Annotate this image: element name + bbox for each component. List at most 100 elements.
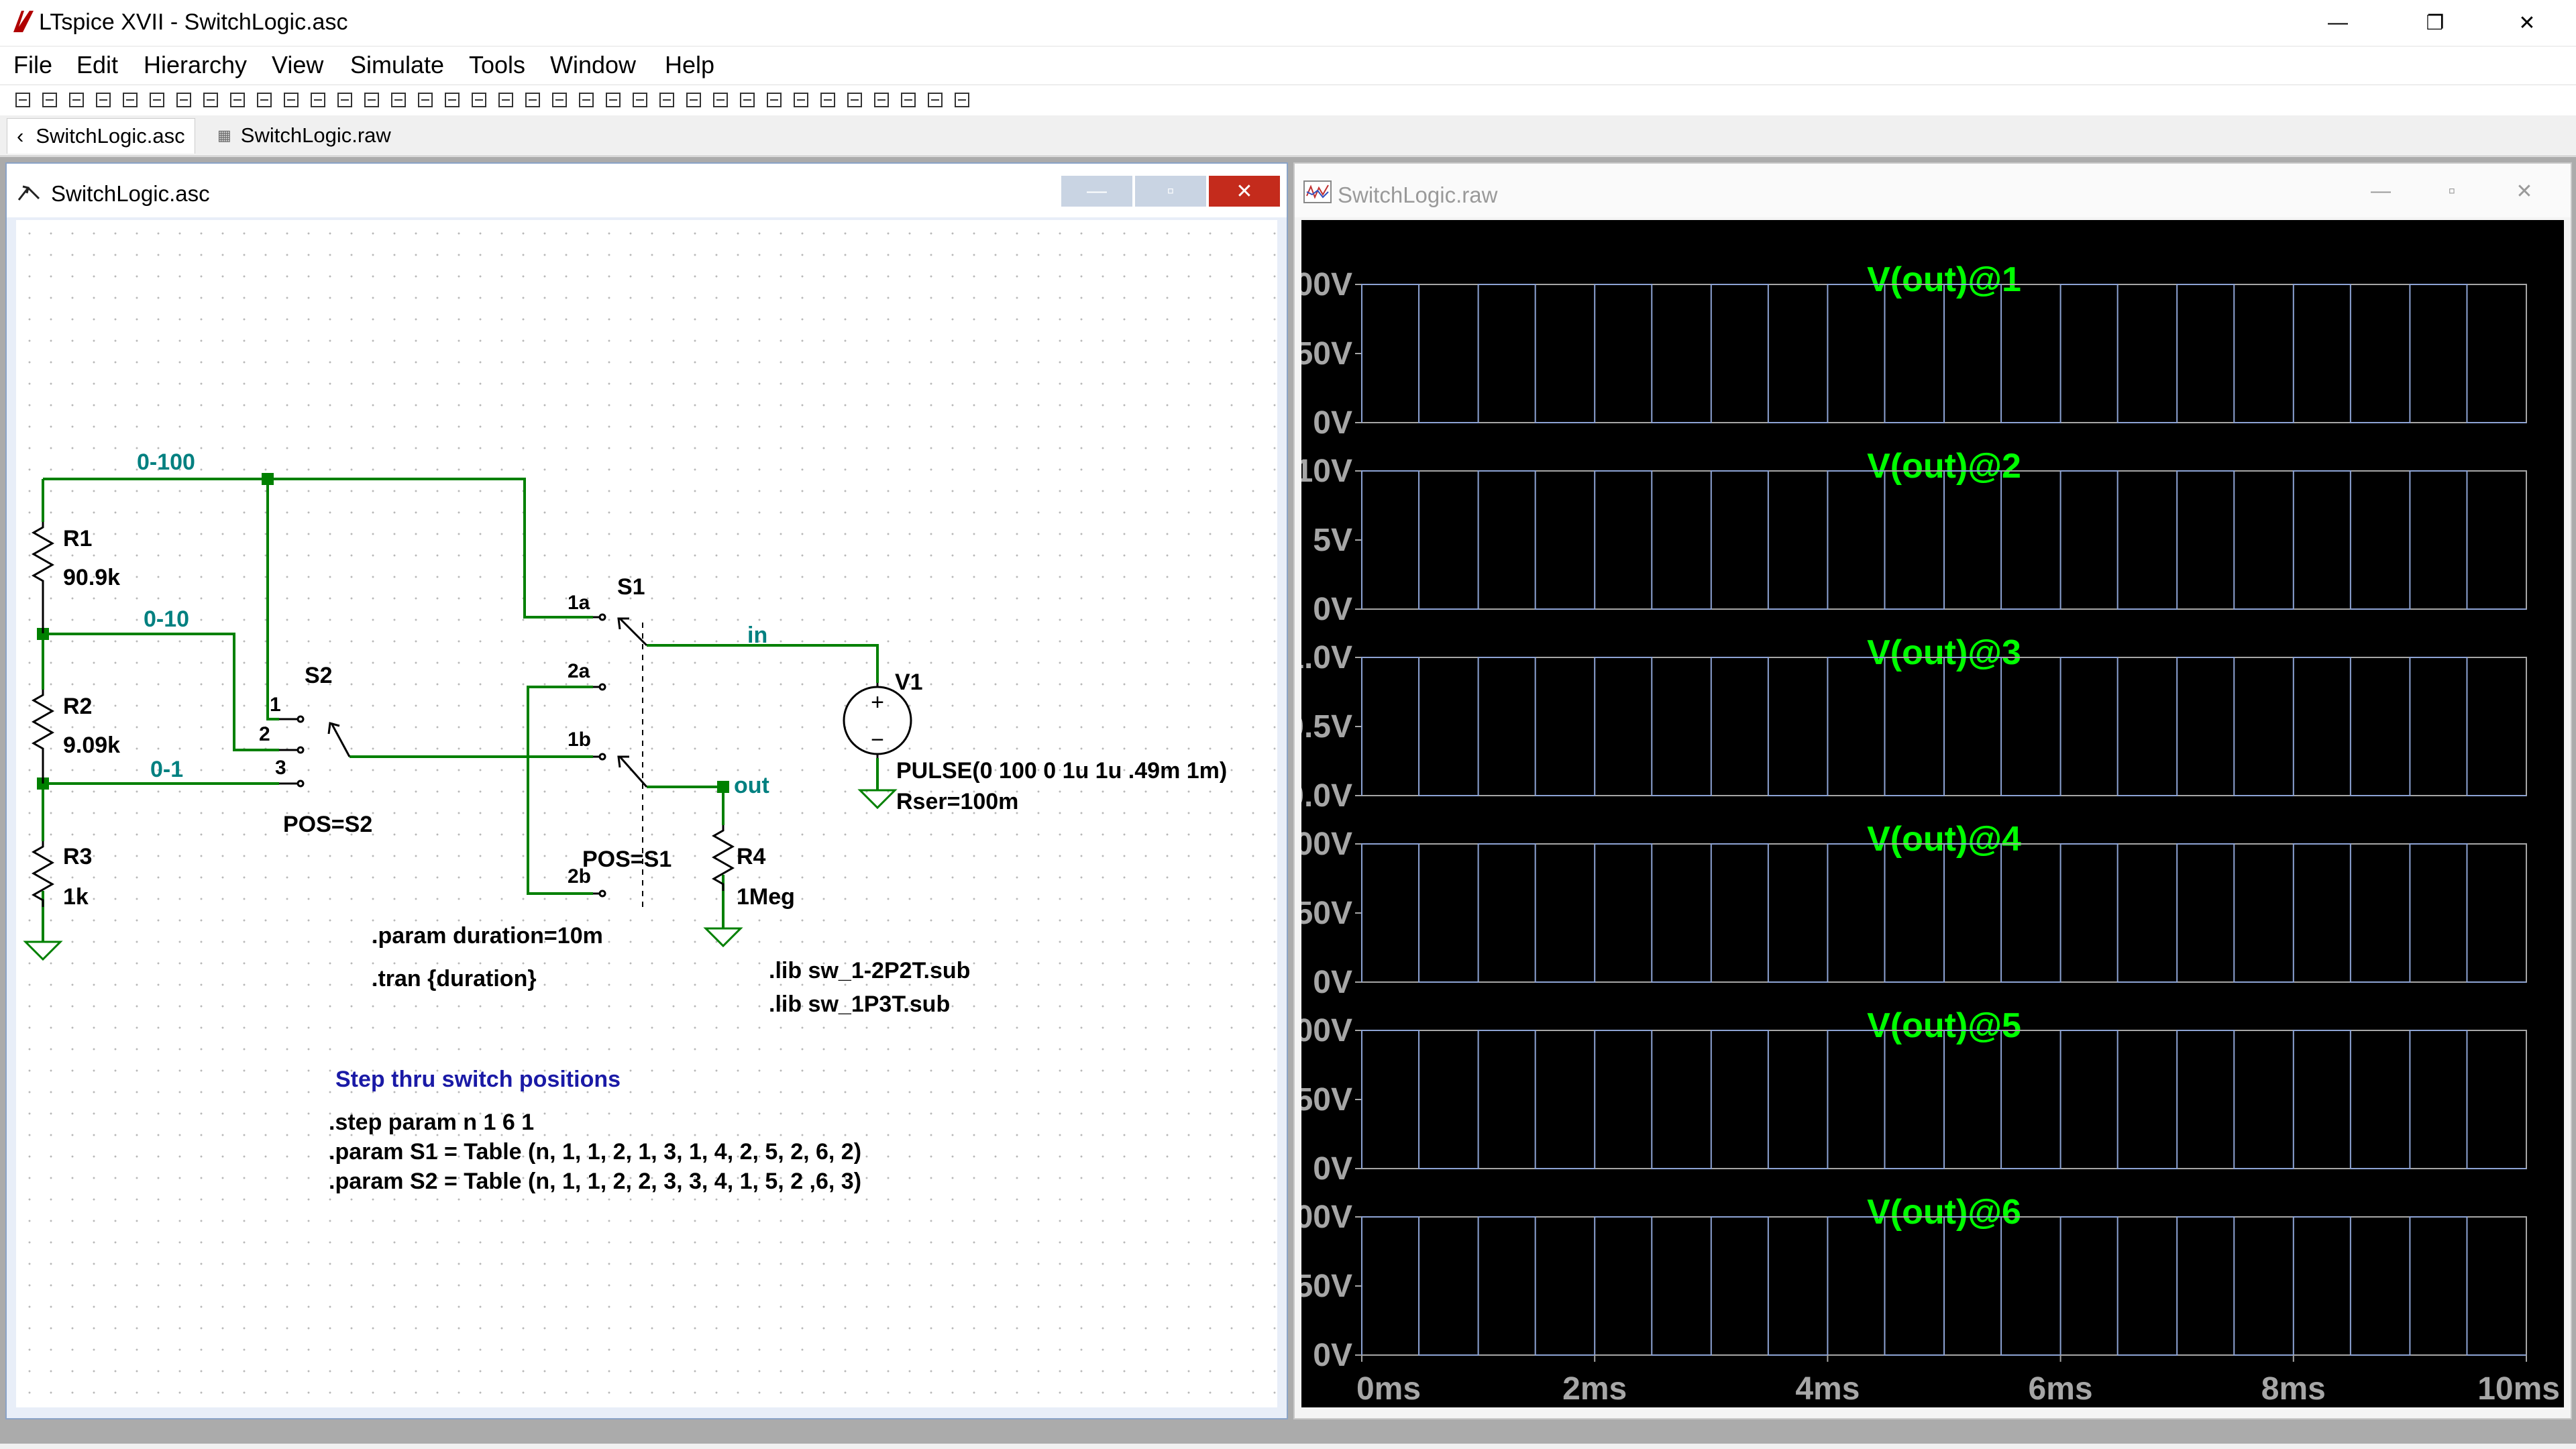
directive-step[interactable]: .step param n 1 6 1 — [329, 1110, 535, 1135]
directive-param-s2[interactable]: .param S2 = Table (n, 1, 1, 2, 2, 3, 3, … — [329, 1169, 862, 1194]
tab-switchlogic-asc[interactable]: ‹ SwitchLogic.asc — [7, 118, 195, 154]
waveform-minimize-button[interactable]: — — [2371, 180, 2391, 202]
menu-tools[interactable]: Tools — [469, 51, 526, 78]
tab-label: SwitchLogic.raw — [240, 123, 391, 147]
waveform-window-titlebar[interactable]: SwitchLogic.raw — ▫ ✕ — [1295, 164, 2571, 217]
waveform-plot-area[interactable]: V(out)@1100V50V0VV(out)@210V5V0VV(out)@3… — [1301, 220, 2564, 1407]
open-icon[interactable] — [39, 89, 60, 111]
run-icon[interactable] — [12, 89, 34, 111]
diode-icon[interactable] — [710, 89, 731, 111]
s1-name[interactable]: S1 — [617, 574, 645, 600]
mirror-icon[interactable] — [898, 89, 919, 111]
waveform-window[interactable]: SwitchLogic.raw — ▫ ✕ V(out)@1100V50V0VV… — [1293, 162, 2572, 1419]
v1-symbol: + − — [843, 683, 912, 758]
paste-icon[interactable] — [441, 89, 463, 111]
spice-directive-icon[interactable] — [951, 89, 973, 111]
s2-name[interactable]: S2 — [305, 663, 333, 688]
resistor-icon[interactable] — [629, 89, 651, 111]
cut-icon[interactable] — [388, 89, 409, 111]
inductor-icon[interactable] — [683, 89, 704, 111]
schematic-window-titlebar[interactable]: SwitchLogic.asc — ▫ ✕ — [7, 164, 1287, 217]
schematic-maximize-button[interactable]: ▫ — [1135, 176, 1206, 207]
find-icon[interactable] — [468, 89, 490, 111]
redo-icon[interactable] — [844, 89, 865, 111]
directive-tran[interactable]: .tran {duration} — [372, 966, 537, 991]
capacitor-icon[interactable] — [656, 89, 678, 111]
r2-value[interactable]: 9.09k — [63, 733, 121, 758]
rotate-icon[interactable] — [871, 89, 892, 111]
r3-value[interactable]: 1k — [63, 884, 89, 910]
r1-value[interactable]: 90.9k — [63, 565, 121, 590]
v1-rser[interactable]: Rser=100m — [896, 789, 1019, 814]
v1-name[interactable]: V1 — [895, 669, 923, 695]
s1-pin-1b: 1b — [568, 729, 592, 751]
y-tick-label: 50V — [1301, 336, 1352, 372]
y-tick-label: 5V — [1313, 523, 1352, 558]
s1-pos[interactable]: POS=S1 — [582, 847, 672, 872]
s2-pos[interactable]: POS=S2 — [283, 812, 373, 837]
menu-simulate[interactable]: Simulate — [350, 51, 445, 78]
menu-file[interactable]: File — [13, 51, 53, 78]
zoom-out-icon[interactable] — [227, 89, 248, 111]
r1-name[interactable]: R1 — [63, 526, 93, 551]
text-icon[interactable] — [924, 89, 946, 111]
schematic-minimize-button[interactable]: — — [1061, 176, 1132, 207]
menu-view[interactable]: View — [272, 51, 324, 78]
directive-param-s1[interactable]: .param S1 = Table (n, 1, 1, 2, 1, 3, 1, … — [329, 1139, 862, 1165]
print-icon[interactable] — [495, 89, 517, 111]
tile-vertical-icon[interactable] — [334, 89, 356, 111]
tab-switchlogic-raw[interactable]: ▦ SwitchLogic.raw — [208, 118, 400, 153]
menu-help[interactable]: Help — [665, 51, 715, 78]
move-icon[interactable] — [763, 89, 785, 111]
zoom-full-icon[interactable] — [254, 89, 275, 111]
zoom-fit-icon[interactable] — [200, 89, 221, 111]
comment-step-thru[interactable]: Step thru switch positions — [335, 1067, 621, 1092]
label-net-icon[interactable] — [602, 89, 624, 111]
print-setup-icon[interactable] — [522, 89, 543, 111]
schematic-drawing: + − — [23, 473, 912, 961]
r4-value[interactable]: 1Meg — [737, 884, 795, 910]
schematic-window[interactable]: SwitchLogic.asc — ▫ ✕ — [5, 162, 1288, 1419]
x-tick-label: 6ms — [2029, 1371, 2093, 1407]
tile-horizontal-icon[interactable] — [307, 89, 329, 111]
copy-icon[interactable] — [415, 89, 436, 111]
control-panel-icon[interactable] — [93, 89, 114, 111]
zoom-in-icon[interactable] — [173, 89, 195, 111]
ground-icon[interactable] — [576, 89, 597, 111]
draw-wire-icon[interactable] — [549, 89, 570, 111]
save-icon[interactable] — [66, 89, 87, 111]
svg-text:−: − — [871, 727, 884, 753]
halt-icon[interactable] — [119, 89, 141, 111]
drag-icon[interactable] — [790, 89, 812, 111]
component-icon[interactable] — [737, 89, 758, 111]
menu-hierarchy[interactable]: Hierarchy — [144, 51, 248, 78]
net-label-0-100[interactable]: 0-100 — [137, 449, 195, 475]
pan-icon[interactable] — [146, 89, 168, 111]
net-label-out[interactable]: out — [734, 773, 769, 798]
menu-window[interactable]: Window — [550, 51, 637, 78]
schematic-close-button[interactable]: ✕ — [1209, 176, 1280, 207]
cascade-icon[interactable] — [361, 89, 382, 111]
r2-name[interactable]: R2 — [63, 694, 93, 719]
r4-name[interactable]: R4 — [737, 844, 766, 869]
schematic-canvas[interactable]: + − — [16, 220, 1277, 1407]
y-tick-label: 0V — [1313, 1338, 1352, 1373]
directive-lib-1[interactable]: .lib sw_1-2P2T.sub — [769, 958, 971, 983]
v1-value[interactable]: PULSE(0 100 0 1u 1u .49m 1m) — [896, 758, 1228, 784]
minimize-button[interactable]: — — [2328, 11, 2348, 34]
autorange-icon[interactable] — [280, 89, 302, 111]
undo-icon[interactable] — [817, 89, 839, 111]
waveform-tab-icon: ▦ — [217, 127, 231, 144]
waveform-maximize-button[interactable]: ▫ — [2448, 180, 2456, 202]
net-label-in[interactable]: in — [747, 623, 768, 648]
close-button[interactable]: ✕ — [2518, 11, 2536, 34]
r3-name[interactable]: R3 — [63, 844, 93, 869]
net-label-0-10[interactable]: 0-10 — [144, 606, 190, 632]
menu-edit[interactable]: Edit — [76, 51, 119, 78]
restore-button[interactable]: ❐ — [2426, 11, 2445, 34]
net-label-0-1[interactable]: 0-1 — [150, 757, 184, 782]
waveform-close-button[interactable]: ✕ — [2516, 180, 2533, 203]
directive-param-duration[interactable]: .param duration=10m — [372, 923, 603, 949]
directive-lib-2[interactable]: .lib sw_1P3T.sub — [769, 991, 951, 1017]
